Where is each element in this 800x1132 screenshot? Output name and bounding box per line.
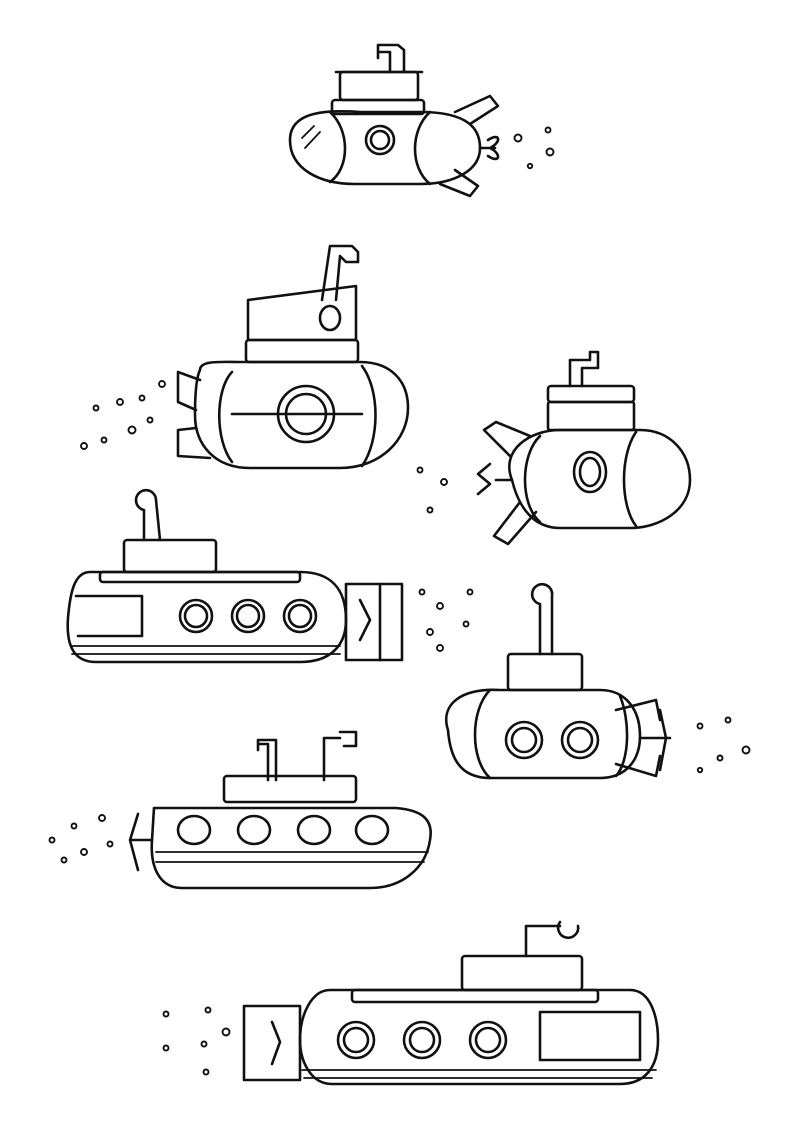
submarine-7 <box>242 920 660 1086</box>
submarine-1 <box>288 43 500 198</box>
bubbles <box>48 126 751 1076</box>
submarine-2 <box>176 244 410 470</box>
submarine-4 <box>66 488 404 664</box>
submarine-6 <box>128 730 432 890</box>
submarine-3 <box>476 350 692 546</box>
submarine-5 <box>445 582 672 780</box>
